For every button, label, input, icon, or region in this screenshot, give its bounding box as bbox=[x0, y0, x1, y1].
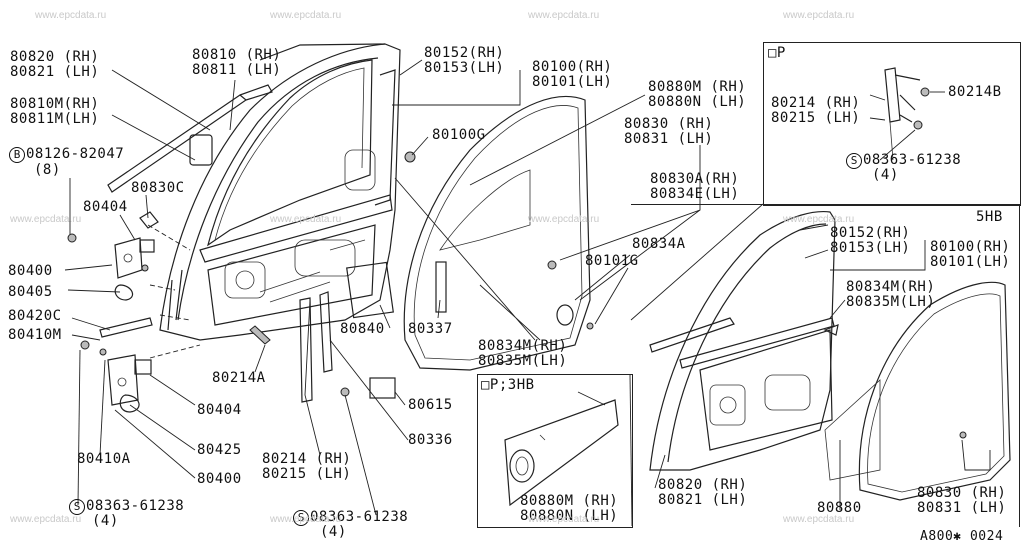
label-80810m: 80810M(RH) 80811M(LH) bbox=[10, 96, 100, 127]
label-80214a: 80214A bbox=[212, 370, 266, 386]
label-80101g: 80101G bbox=[585, 253, 639, 269]
watermark-8: www.epcdata.ru bbox=[783, 214, 855, 225]
label-80420c: 80420C bbox=[8, 308, 62, 324]
label-80337: 80337 bbox=[408, 321, 453, 337]
box-p3hb-title: □P;3HB bbox=[481, 377, 535, 393]
label-5hb-80820: 80820 (RH) 80821 (LH) bbox=[658, 477, 748, 508]
label-5hb-80834m: 80834M(RH) 80835M(LH) bbox=[846, 279, 936, 310]
label-80615: 80615 bbox=[408, 397, 453, 413]
watermark-3: www.epcdata.ru bbox=[528, 10, 600, 21]
label-80425: 80425 bbox=[197, 442, 242, 458]
figure-code: A800✱ 0024 bbox=[920, 529, 1004, 544]
watermark-10: www.epcdata.ru bbox=[270, 514, 342, 525]
label-80100g: 80100G bbox=[432, 127, 486, 143]
label-80100: 80100(RH) 80101(LH) bbox=[532, 59, 613, 90]
screw-symbol-b: S bbox=[293, 510, 309, 526]
box-5hb-title: 5HB bbox=[976, 209, 1003, 225]
label-80410m: 80410M bbox=[8, 327, 62, 343]
label-08363-a-code: 08363-61238 bbox=[86, 498, 185, 514]
label-80404-a: 80404 bbox=[83, 199, 128, 215]
watermark-7: www.epcdata.ru bbox=[528, 214, 600, 225]
label-80214: 80214 (RH) 80215 (LH) bbox=[262, 451, 352, 482]
label-80834a: 80834A bbox=[632, 236, 686, 252]
sash-channel bbox=[299, 297, 313, 403]
label-80152: 80152(RH) 80153(LH) bbox=[424, 45, 505, 76]
label-5hb-80830: 80830 (RH) 80831 (LH) bbox=[917, 485, 1007, 516]
watermark-1: www.epcdata.ru bbox=[35, 10, 107, 21]
screw-symbol-p: S bbox=[846, 153, 862, 169]
label-80830c: 80830C bbox=[131, 180, 185, 196]
option-p-3hb-box bbox=[477, 374, 633, 528]
label-80830: 80830 (RH) 80831 (LH) bbox=[624, 116, 714, 147]
5hb-door-drawing bbox=[649, 211, 1011, 501]
p-box-drawing bbox=[884, 67, 930, 161]
label-80405: 80405 bbox=[8, 284, 53, 300]
box-p-title: □P bbox=[768, 45, 786, 61]
label-80830a: 80830A(RH) 80834E(LH) bbox=[650, 171, 740, 202]
label-08126-code: 08126-82047 bbox=[26, 146, 125, 162]
hinge-parts bbox=[67, 134, 416, 413]
label-80834m: 80834M(RH) 80835M(LH) bbox=[478, 338, 568, 369]
label-5hb-80152: 80152(RH) 80153(LH) bbox=[830, 225, 911, 256]
leader-lines bbox=[64, 59, 991, 527]
label-80404-b: 80404 bbox=[197, 402, 242, 418]
watermark-11: www.epcdata.ru bbox=[528, 514, 600, 525]
label-5hb-80880: 80880 bbox=[817, 500, 862, 516]
label-80400-b: 80400 bbox=[197, 471, 242, 487]
screw-symbol-a: S bbox=[69, 499, 85, 515]
label-5hb-80100: 80100(RH) 80101(LH) bbox=[930, 239, 1011, 270]
front-door-shell bbox=[159, 43, 401, 341]
watermark-2: www.epcdata.ru bbox=[270, 10, 342, 21]
door-opening-weatherstrip bbox=[403, 95, 591, 371]
label-p-08363-qty: (4) bbox=[872, 167, 899, 183]
inner-weatherstrip bbox=[259, 43, 386, 61]
label-80400-a: 80400 bbox=[8, 263, 53, 279]
label-80410a: 80410A bbox=[77, 451, 131, 467]
bolt-symbol: B bbox=[9, 147, 25, 163]
watermark-4: www.epcdata.ru bbox=[783, 10, 855, 21]
label-80820: 80820 (RH) 80821 (LH) bbox=[10, 49, 100, 80]
p3hb-screen-drawing bbox=[504, 399, 619, 507]
5hb-box bbox=[631, 204, 1020, 527]
label-08363-b-qty: (4) bbox=[320, 524, 347, 540]
label-p-80214: 80214 (RH) 80215 (LH) bbox=[771, 95, 861, 126]
label-08126-qty: (8) bbox=[34, 162, 61, 178]
label-p3hb-80880m: 80880M (RH) 80880N (LH) bbox=[520, 493, 619, 524]
label-p-80214b: 80214B bbox=[948, 84, 1002, 100]
watermark-6: www.epcdata.ru bbox=[270, 214, 342, 225]
label-80336: 80336 bbox=[408, 432, 453, 448]
watermark-9: www.epcdata.ru bbox=[10, 514, 82, 525]
label-80840: 80840 bbox=[340, 321, 385, 337]
option-p-box bbox=[763, 42, 1021, 206]
label-08363-b-code: 08363-61238 bbox=[310, 509, 409, 525]
label-80810: 80810 (RH) 80811 (LH) bbox=[192, 47, 282, 78]
label-08363-a-qty: (4) bbox=[92, 513, 119, 529]
watermark-12: www.epcdata.ru bbox=[783, 514, 855, 525]
sealing-screen bbox=[439, 169, 531, 251]
label-80880m: 80880M (RH) 80880N (LH) bbox=[648, 79, 747, 110]
label-p-08363-code: 08363-61238 bbox=[863, 152, 962, 168]
watermark-5: www.epcdata.ru bbox=[10, 214, 82, 225]
